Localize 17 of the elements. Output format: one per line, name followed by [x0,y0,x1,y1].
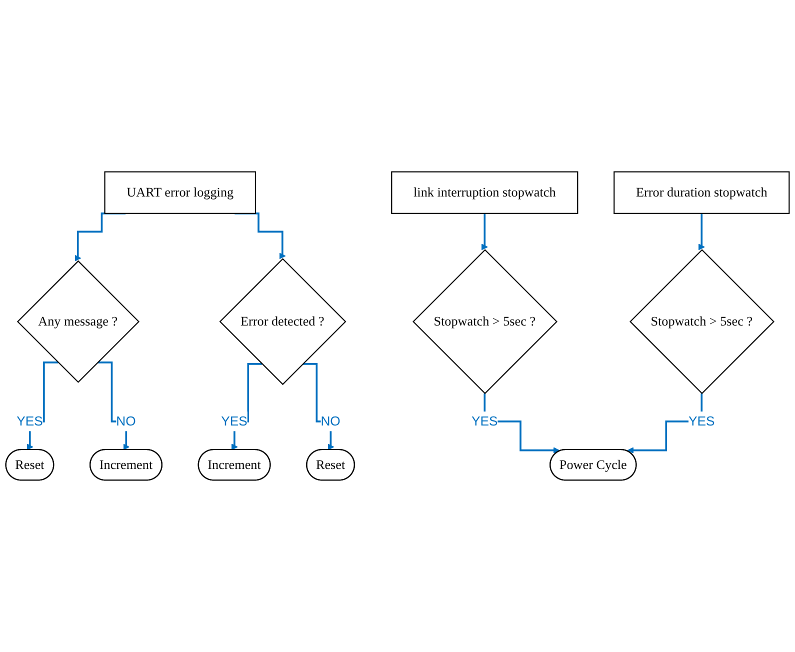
edge-label: YES [472,414,498,428]
node-box: Error duration stopwatch [614,171,790,214]
edge-label: YES [688,414,715,428]
edge-label: YES [221,414,248,428]
node-diamond: Stopwatch > 5sec ? [412,249,558,394]
arrow [98,362,130,450]
arrow [698,212,705,250]
node-diamond: Error detected ? [219,258,346,386]
node-box: link interruption stopwatch [391,171,578,214]
node-box: UART error logging [104,171,256,214]
node-diamond: Any message ? [16,260,140,383]
arrow [302,363,334,450]
edge-label: NO [320,414,340,428]
arrow [481,212,488,250]
edge-label: NO [116,414,136,428]
node-diamond: Stopwatch > 5sec ? [630,249,774,394]
edge-label: YES [16,414,43,428]
